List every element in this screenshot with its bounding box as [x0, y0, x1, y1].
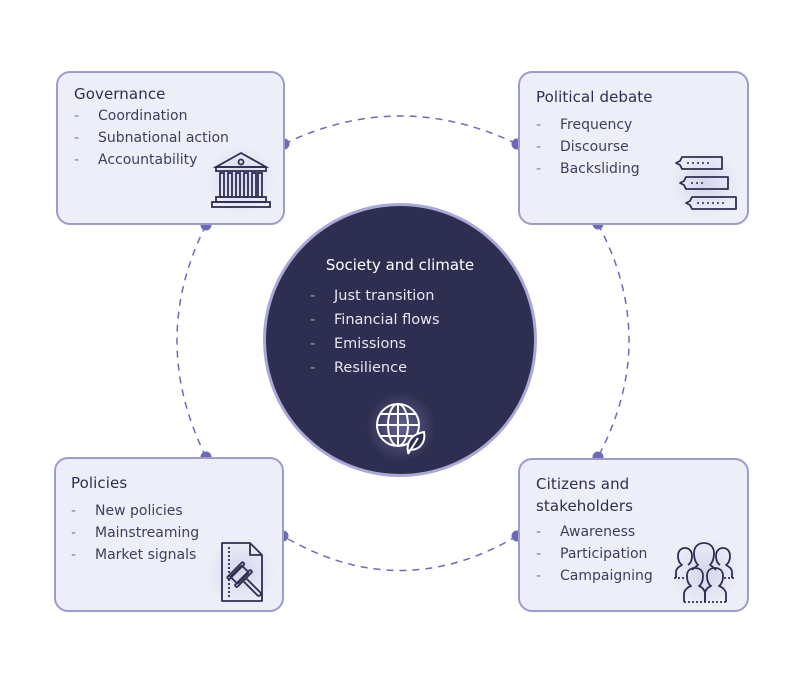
- list-item: Market signals: [71, 544, 267, 566]
- connector-policies-governance: [176, 224, 207, 458]
- hub-list: Just transition Financial flows Emission…: [310, 284, 440, 380]
- political-debate-box: Political debate Frequency Discourse Bac…: [518, 71, 749, 225]
- list-item: Resilience: [310, 356, 440, 380]
- connector-political-citizens: [597, 223, 630, 458]
- people-group-icon: [670, 538, 740, 608]
- list-item: Participation: [536, 543, 731, 565]
- connector-governance-political: [283, 115, 518, 145]
- list-item: Mainstreaming: [71, 522, 267, 544]
- citizens-title: Citizens and stakeholders: [536, 475, 634, 515]
- political-debate-title: Political debate: [536, 88, 653, 106]
- list-item: Just transition: [310, 284, 440, 308]
- citizens-list: Awareness Participation Campaigning: [536, 521, 731, 587]
- list-item: Frequency: [536, 114, 731, 136]
- list-item: Emissions: [310, 332, 440, 356]
- list-item: Backsliding: [536, 158, 731, 180]
- governance-list: Coordination Subnational action Accounta…: [74, 105, 267, 171]
- citizens-stakeholders-box: Citizens and stakeholders Awareness Part…: [518, 458, 749, 612]
- policies-list: New policies Mainstreaming Market signal…: [71, 500, 267, 566]
- list-item: Discourse: [536, 136, 731, 158]
- list-item: Coordination: [74, 105, 267, 127]
- policies-title: Policies: [71, 474, 128, 492]
- list-item: Financial flows: [310, 308, 440, 332]
- speech-bubbles-icon: [670, 149, 740, 219]
- list-item: Campaigning: [536, 565, 731, 587]
- society-climate-hub: Society and climate Just transition Fina…: [263, 203, 537, 477]
- list-item: Accountability: [74, 149, 267, 171]
- governance-box: Governance Coordination Subnational acti…: [56, 71, 285, 225]
- hub-title: Society and climate: [325, 256, 475, 274]
- policies-box: Policies New policies Mainstreaming Mark…: [54, 457, 284, 612]
- governance-title: Governance: [74, 85, 166, 103]
- list-item: Subnational action: [74, 127, 267, 149]
- institution-building-icon: [206, 145, 276, 215]
- connector-citizens-policies: [282, 535, 518, 572]
- list-item: Awareness: [536, 521, 731, 543]
- political-debate-list: Frequency Discourse Backsliding: [536, 114, 731, 180]
- list-item: New policies: [71, 500, 267, 522]
- document-gavel-icon: [206, 537, 276, 607]
- globe-leaf-icon: [366, 392, 436, 462]
